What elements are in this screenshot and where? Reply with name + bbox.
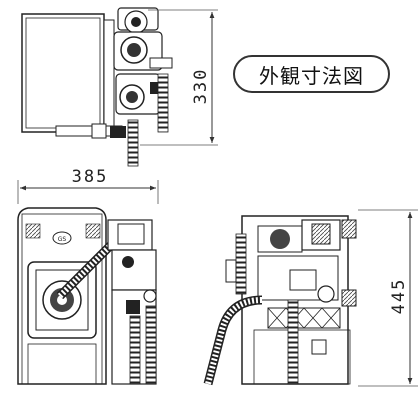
top-view [21, 7, 173, 167]
dimension-445: 445 [358, 209, 418, 387]
dimension-330: 330 [140, 9, 218, 146]
front-view: GS [17, 207, 157, 385]
svg-text:GS: GS [58, 236, 67, 243]
side-view [203, 215, 357, 386]
dimension-330-label: 330 [191, 68, 211, 105]
drawing-title: 外観寸法図 [233, 55, 390, 93]
dimension-445-label: 445 [389, 278, 409, 315]
dimension-385: 385 [17, 167, 159, 204]
dimension-385-label: 385 [72, 167, 109, 187]
